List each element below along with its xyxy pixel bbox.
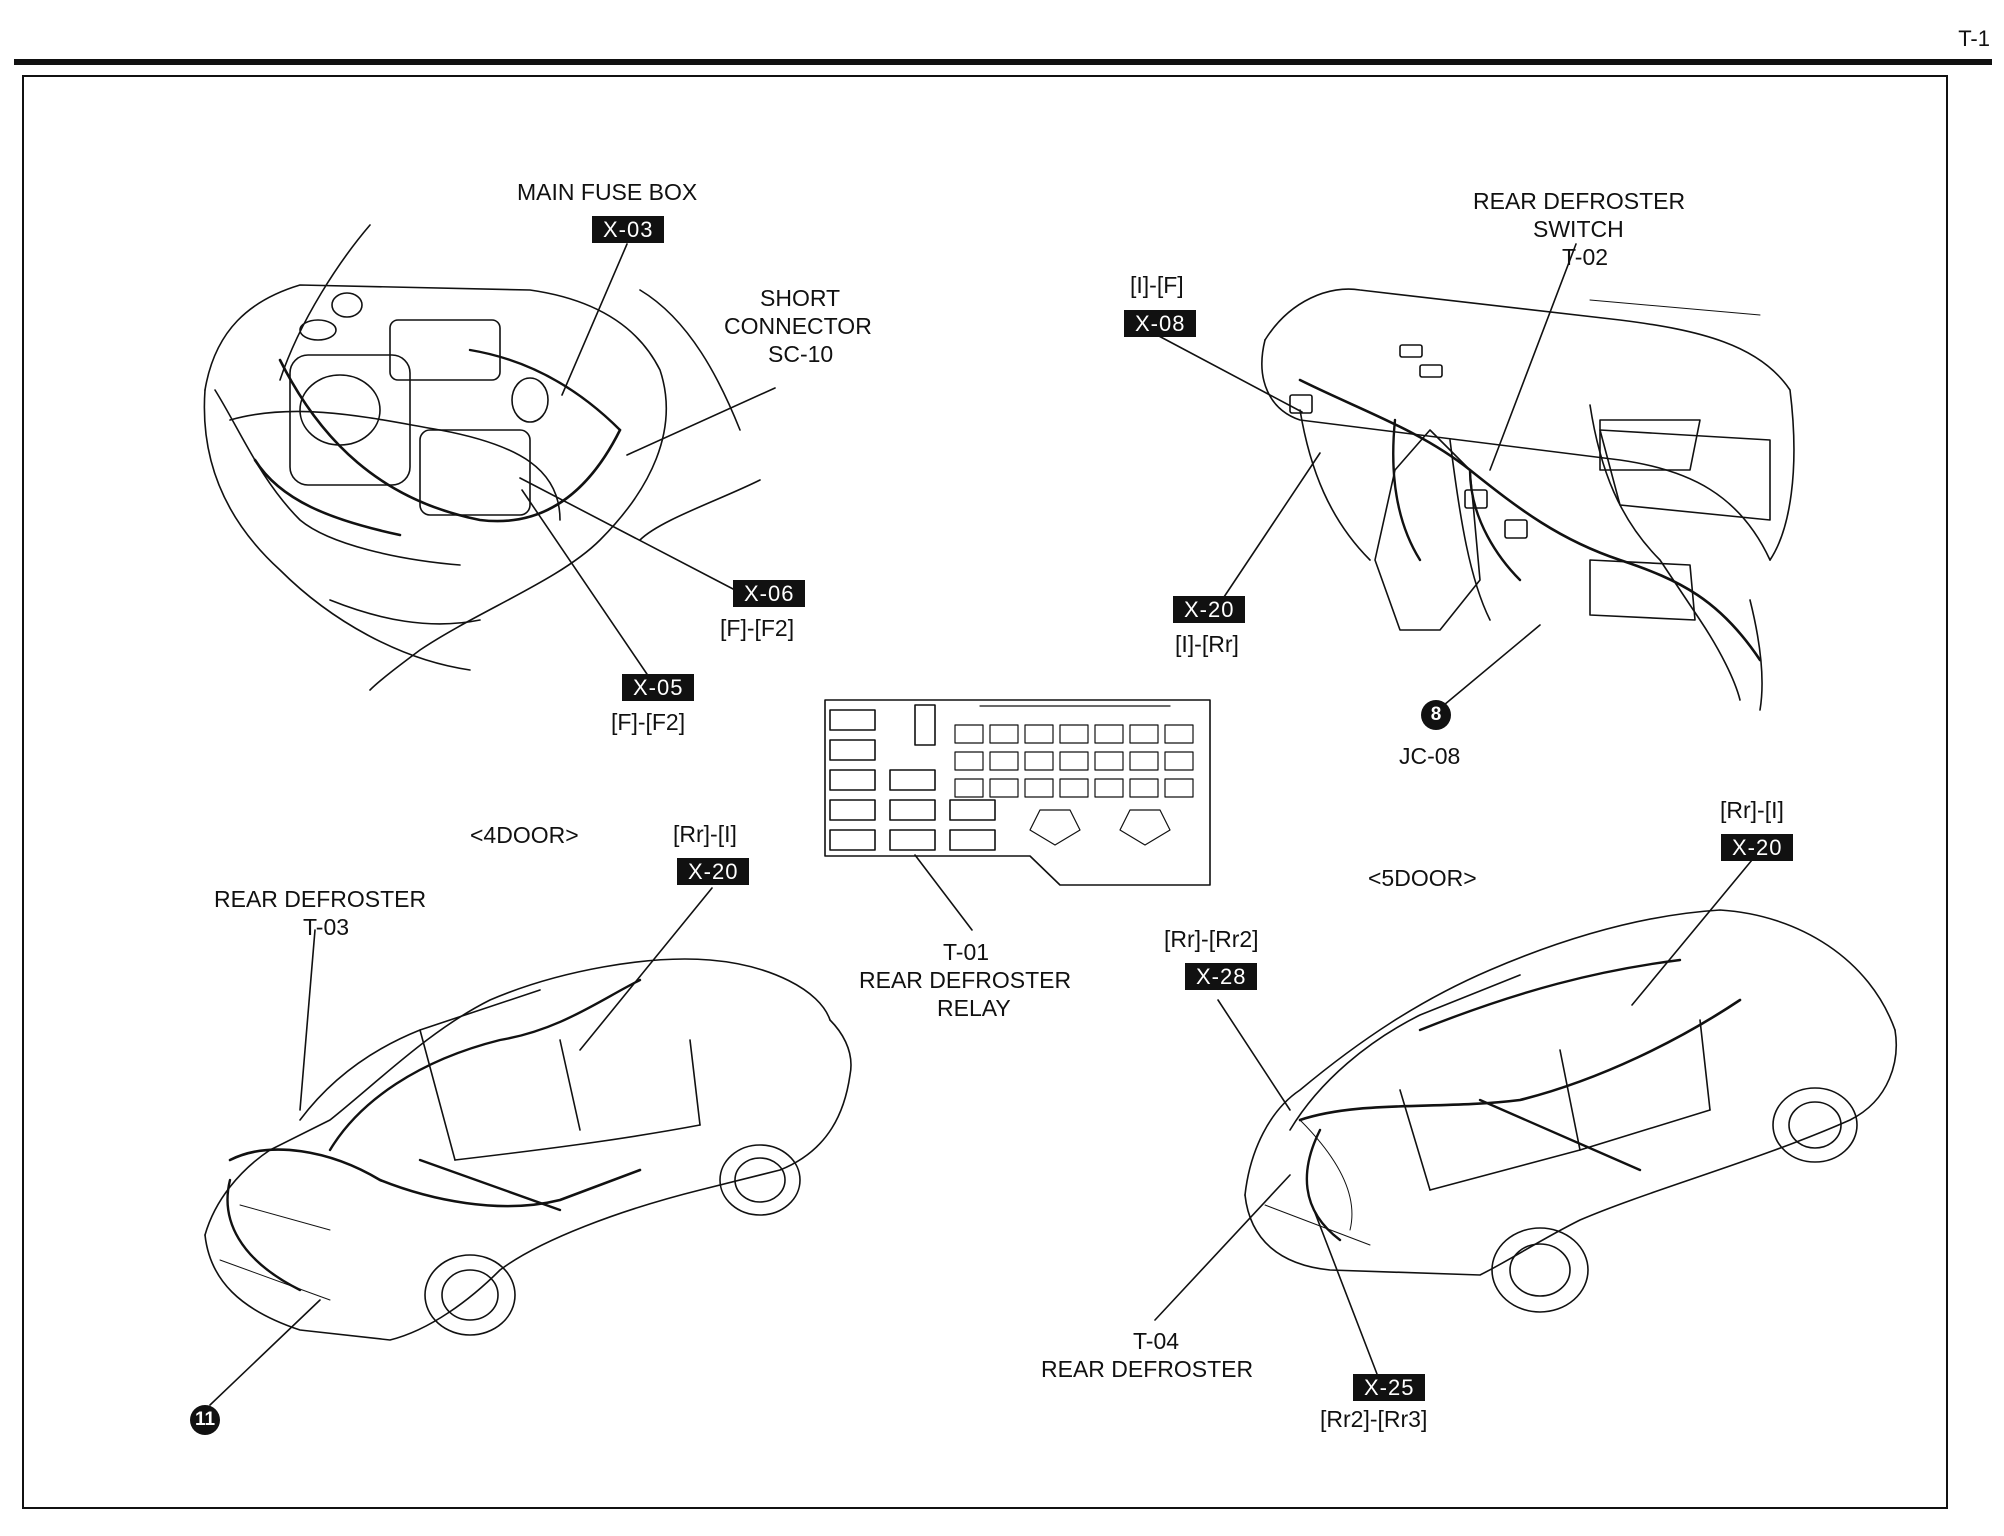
relay-label-line1: REAR DEFROSTER [859,967,1072,993]
engine-bay-leaders [519,243,776,681]
connector-x03-tag: X-03 [592,216,665,243]
connector-x20-4door-pins: [Rr]-[I] [673,821,737,847]
connector-x25-tag: X-25 [1353,1374,1426,1401]
main-fuse-box-label: MAIN FUSE BOX [517,179,698,205]
joint-connector-8-marker: 8 [1421,700,1451,730]
dashboard-illustration [1261,288,1795,711]
joint-connector-code: JC-08 [1399,743,1461,769]
dashboard-leaders [1156,243,1577,711]
connector-x08-tag: X-08 [1124,310,1197,337]
diagram-frame [22,75,1948,1509]
hatch-5door-illustration [1244,909,1897,1313]
sedan-4door-leaders [209,887,713,1406]
connector-x06-pins: [F]-[F2] [720,615,795,641]
short-connector-code: SC-10 [768,341,834,367]
connector-x05-pins: [F]-[F2] [611,709,686,735]
page-code: T-1 [1958,26,1990,51]
rear-defroster-5door-line1: REAR DEFROSTER [1041,1356,1254,1382]
connector-x20-4door-tag: X-20 [677,858,750,885]
relay-leader [914,854,973,931]
rear-defroster-4door-code: T-03 [303,914,350,940]
relay-label-line2: RELAY [937,995,1011,1021]
sedan-4door-title: <4DOOR> [470,822,579,848]
relay-box-illustration [824,699,1211,886]
short-connector-line2: CONNECTOR [724,313,872,339]
connector-x20-5door-tag: X-20 [1721,834,1794,861]
short-connector-line1: SHORT [760,285,841,311]
connector-x06-tag: X-06 [733,580,806,607]
connector-x08-pins: [I]-[F] [1130,272,1184,298]
connector-x25-pins: [Rr2]-[Rr3] [1320,1406,1428,1432]
rear-defroster-switch-line2: SWITCH [1533,216,1624,242]
rear-defroster-4door-line1: REAR DEFROSTER [214,886,427,912]
rear-defroster-5door-code: T-04 [1133,1328,1180,1354]
connector-x20-dash-tag: X-20 [1173,596,1246,623]
hatch-5door-title: <5DOOR> [1368,865,1477,891]
connector-x28-pins: [Rr]-[Rr2] [1164,926,1259,952]
relay-code: T-01 [943,939,990,965]
connector-x20-5door-pins: [Rr]-[I] [1720,797,1784,823]
connector-x20-dash-pins: [I]-[Rr] [1175,631,1239,657]
connector-x05-tag: X-05 [622,674,695,701]
header-rule [14,59,1992,65]
sedan-4door-illustration [204,958,852,1341]
hatch-5door-leaders [1154,859,1753,1375]
engine-bay-illustration [203,224,761,691]
rear-defroster-switch-line1: REAR DEFROSTER [1473,188,1686,214]
connector-x28-tag: X-28 [1185,963,1258,990]
ground-point-11-marker: 11 [190,1405,220,1435]
rear-defroster-switch-code: T-02 [1562,244,1609,270]
